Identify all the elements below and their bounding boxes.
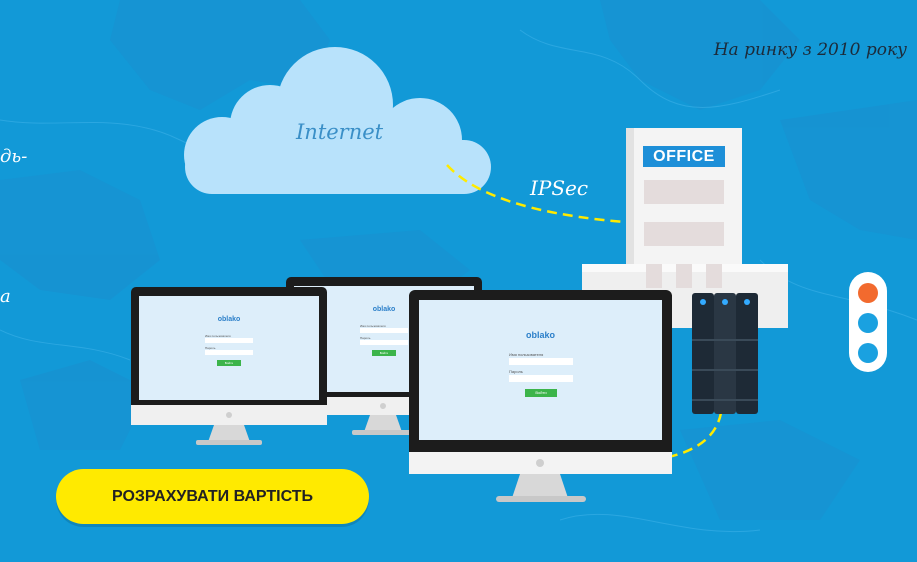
username-label: Имя пользователя [205, 334, 231, 338]
server-rack-icon [692, 293, 758, 414]
slider-dot-1[interactable] [858, 283, 878, 303]
monitor-screen: oblako Имя пользователя Пароль Войти [419, 300, 662, 440]
password-field [205, 350, 253, 355]
monitor-screen: oblako Имя пользователя Пароль Войти [294, 286, 474, 392]
username-field [205, 338, 253, 343]
username-field [509, 358, 573, 365]
ipsec-tunnel-line [446, 164, 639, 225]
internet-label: Internet [296, 120, 384, 144]
username-label: Имя пользователя [360, 324, 386, 328]
monitor-icon [131, 287, 327, 445]
server-link-line [651, 404, 724, 462]
login-button: Войти [372, 350, 396, 356]
password-field [360, 340, 408, 345]
oblako-logo: oblako [525, 330, 555, 340]
oblako-logo: oblako [217, 316, 241, 323]
password-label: Пароль [509, 369, 523, 374]
office-label: OFFICE [643, 146, 725, 167]
login-button: Войти [525, 389, 557, 397]
username-label: Имя пользователя [509, 352, 544, 357]
password-field [509, 375, 573, 382]
ipsec-label: IPSec [530, 176, 589, 200]
since-text: На ринку з 2010 року [713, 40, 907, 60]
intro-text-fragment: дь- [0, 146, 28, 167]
slider-pagination [849, 272, 887, 372]
slider-dot-2[interactable] [858, 313, 878, 333]
slider-dot-3[interactable] [858, 343, 878, 363]
password-label: Пароль [205, 346, 216, 350]
calculate-cost-button[interactable]: РОЗРАХУВАТИ ВАРТІСТЬ [56, 469, 369, 524]
password-label: Пароль [360, 336, 371, 340]
login-button: Войти [217, 360, 241, 366]
oblako-logo: oblako [372, 306, 396, 313]
username-field [360, 328, 408, 333]
intro-text-fragment: а [0, 286, 11, 307]
monitor-screen: oblako Имя пользователя Пароль Войти [139, 296, 319, 400]
internet-cloud-icon [184, 47, 491, 194]
